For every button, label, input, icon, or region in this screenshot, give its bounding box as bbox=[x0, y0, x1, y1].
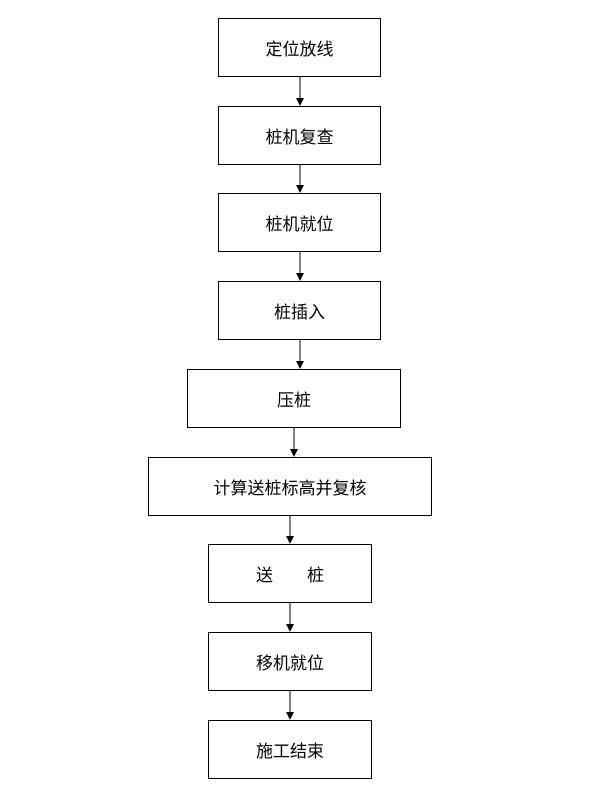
step-pile-pressing: 压桩 bbox=[187, 369, 401, 428]
step-pile-driving: 送 桩 bbox=[208, 544, 372, 603]
step-pile-insertion: 桩插入 bbox=[218, 281, 381, 340]
step-pile-rig-recheck: 桩机复查 bbox=[218, 106, 381, 165]
step-setting-out: 定位放线 bbox=[218, 18, 381, 77]
step-pile-rig-positioning: 桩机就位 bbox=[218, 193, 381, 252]
step-calculate-elevation: 计算送桩标高并复核 bbox=[148, 457, 432, 516]
step-construction-end: 施工结束 bbox=[208, 720, 372, 779]
step-rig-relocation: 移机就位 bbox=[208, 632, 372, 691]
